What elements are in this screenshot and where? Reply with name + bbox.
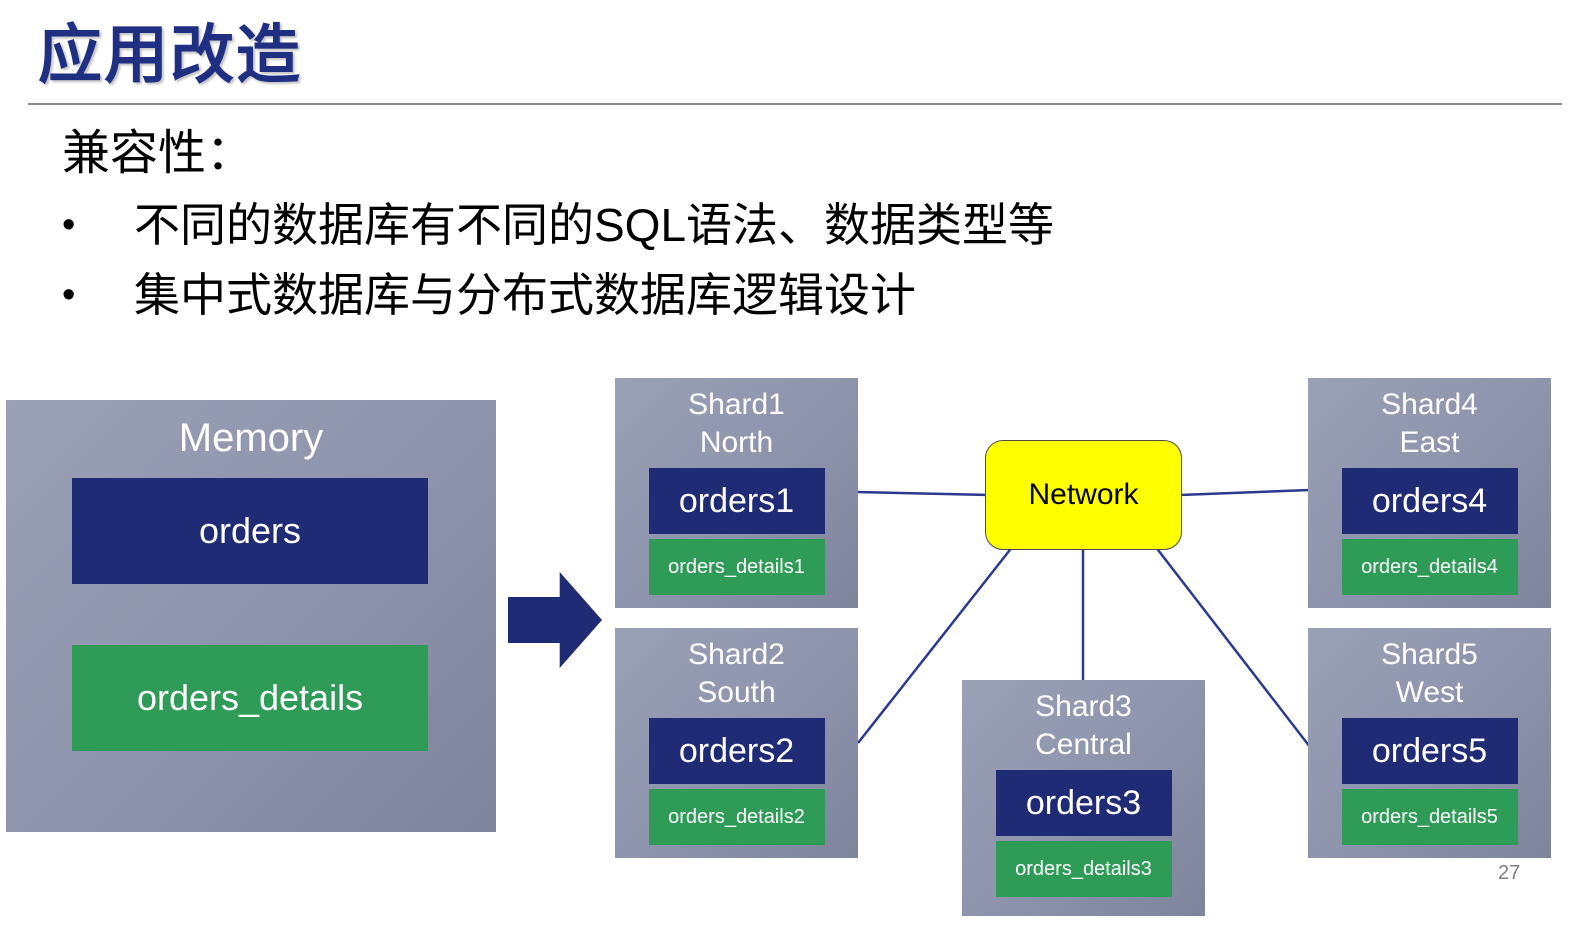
- page-number: 27: [1498, 862, 1521, 884]
- shard-region: West: [1395, 676, 1464, 709]
- bullet-icon: •: [62, 274, 76, 316]
- shard-orders-table: orders1: [648, 468, 825, 534]
- shard-name: Shard2: [688, 638, 785, 671]
- shard3-panel: Shard3 Central orders3 orders_details3: [962, 680, 1205, 916]
- shard-orders-table: orders5: [1341, 718, 1518, 784]
- connector-line-shard1: [856, 490, 991, 497]
- shard-region: Central: [1035, 728, 1132, 761]
- network-node: Network: [985, 440, 1182, 550]
- shard-details-table: orders_details5: [1341, 789, 1518, 845]
- orders-table: orders: [72, 478, 428, 584]
- bullet-text: 集中式数据库与分布式数据库逻辑设计: [134, 269, 916, 321]
- bullet-icon: •: [62, 204, 76, 246]
- bullet-text: 不同的数据库有不同的SQL语法、数据类型等: [134, 199, 1055, 251]
- shard-name: Shard5: [1381, 638, 1478, 671]
- orders-details-table: orders_details: [72, 645, 428, 751]
- memory-panel: Memory orders orders_details: [6, 400, 496, 832]
- shard-details-table: orders_details1: [648, 539, 825, 595]
- shard-region: South: [697, 676, 776, 709]
- bullet-item: • 集中式数据库与分布式数据库逻辑设计: [62, 260, 1462, 330]
- connector-line-shard4: [1179, 488, 1311, 497]
- body-text-block: 兼容性： • 不同的数据库有不同的SQL语法、数据类型等 • 集中式数据库与分布…: [62, 118, 1462, 330]
- shard-name: Shard3: [1035, 690, 1132, 723]
- shard-details-table: orders_details2: [648, 789, 825, 845]
- compatibility-heading: 兼容性：: [62, 127, 255, 180]
- shard-details-table: orders_details3: [995, 841, 1172, 897]
- shard-region: North: [699, 426, 774, 459]
- shard1-panel: Shard1 North orders1 orders_details1: [615, 378, 858, 608]
- shard-orders-table: orders3: [995, 770, 1172, 836]
- shard-name: Shard4: [1381, 388, 1478, 421]
- shard-orders-table: orders2: [648, 718, 825, 784]
- bullet-item: • 不同的数据库有不同的SQL语法、数据类型等: [62, 190, 1462, 260]
- page-title: 应用改造: [38, 19, 302, 91]
- shard-orders-table: orders4: [1341, 468, 1518, 534]
- title-divider: [28, 103, 1562, 105]
- right-arrow-icon: [508, 572, 602, 668]
- shard5-panel: Shard5 West orders5 orders_details5: [1308, 628, 1551, 858]
- shard4-panel: Shard4 East orders4 orders_details4: [1308, 378, 1551, 608]
- shard2-panel: Shard2 South orders2 orders_details2: [615, 628, 858, 858]
- memory-label: Memory: [178, 416, 324, 460]
- shard-name: Shard1: [688, 388, 785, 421]
- shard-region: East: [1399, 426, 1460, 459]
- shard-details-table: orders_details4: [1341, 539, 1518, 595]
